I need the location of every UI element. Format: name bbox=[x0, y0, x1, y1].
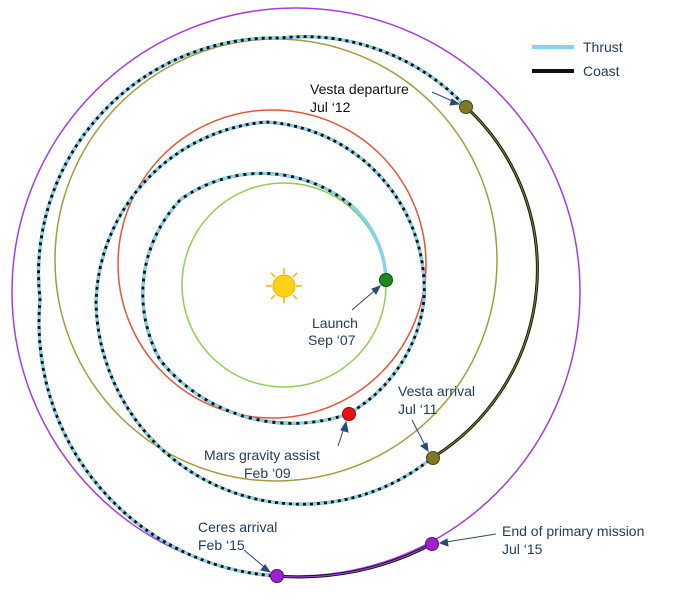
sun-icon bbox=[266, 268, 302, 303]
end-mission-date: Jul ‘15 bbox=[502, 541, 543, 557]
trajectory-vesta-to-ceres-thrust bbox=[37, 35, 468, 578]
legend-coast-label: Coast bbox=[583, 63, 620, 79]
mars-assist-marker bbox=[342, 407, 356, 421]
vesta-departure-label: Vesta departure bbox=[310, 81, 409, 97]
end-mission-arrow bbox=[439, 533, 497, 544]
legend: Thrust Coast bbox=[532, 39, 623, 79]
vesta-arrival-label: Vesta arrival bbox=[398, 383, 475, 399]
launch-label: Launch bbox=[312, 315, 358, 331]
launch-date: Sep ‘07 bbox=[308, 332, 356, 348]
ceres-arrival-date: Feb ‘15 bbox=[198, 537, 245, 553]
vesta-departure-marker bbox=[459, 100, 473, 114]
mars-assist-label: Mars gravity assist bbox=[204, 447, 320, 463]
trajectory-earth-to-mars-thrust bbox=[141, 171, 388, 425]
trajectory-at-ceres-overlay bbox=[275, 543, 433, 578]
trajectory-vesta-to-ceres-coast bbox=[37, 35, 468, 578]
ceres-arrival-label: Ceres arrival bbox=[198, 519, 277, 535]
legend-thrust-label: Thrust bbox=[583, 39, 623, 55]
end-mission-label: End of primary mission bbox=[502, 523, 644, 539]
vesta-arrival-marker bbox=[426, 451, 440, 465]
trajectory-mars-to-vesta-thrust bbox=[94, 120, 433, 506]
ceres-arrival-marker bbox=[270, 569, 284, 583]
mars-orbit bbox=[117, 109, 427, 419]
trajectory-launch-thrust-arc bbox=[350, 204, 388, 281]
trajectory-at-vesta-overlay bbox=[431, 106, 538, 459]
vesta-arrival-date: Jul ‘11 bbox=[398, 401, 438, 417]
launch-marker bbox=[379, 273, 393, 287]
mars-assist-date: Feb ‘09 bbox=[244, 465, 291, 481]
vesta-departure-date: Jul ‘12 bbox=[310, 99, 351, 115]
trajectory-at-vesta bbox=[431, 105, 539, 460]
end-mission-marker bbox=[425, 537, 439, 551]
annotation-arrows bbox=[243, 91, 497, 573]
